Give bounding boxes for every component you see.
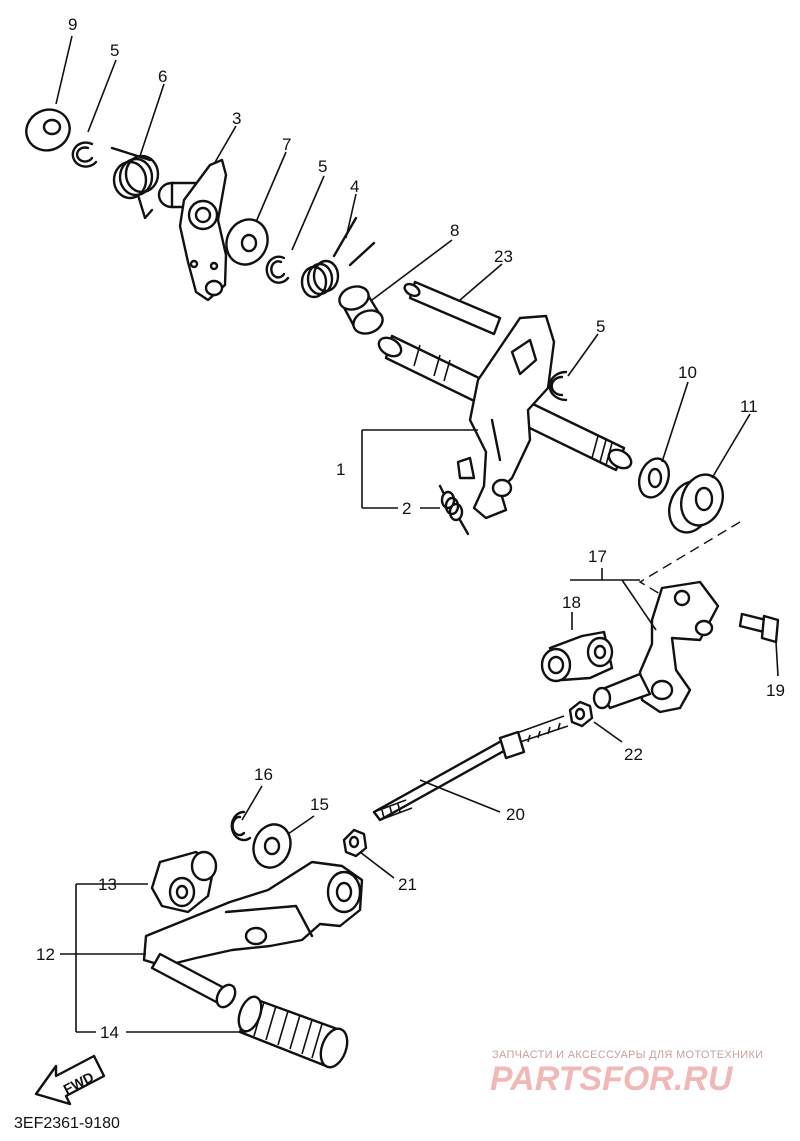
label-19: 19 xyxy=(766,681,785,700)
part-3-shift-arm xyxy=(157,158,228,302)
label-8: 8 xyxy=(450,221,459,240)
part-22-nut xyxy=(568,700,594,728)
part-8-collar xyxy=(338,285,384,335)
label-17: 17 xyxy=(588,547,607,566)
label-22: 22 xyxy=(624,745,643,764)
label-4: 4 xyxy=(350,177,359,196)
part-9-washer xyxy=(25,108,71,152)
part-5-circlip-top xyxy=(71,141,98,168)
leader-lines xyxy=(55,35,779,1033)
label-21: 21 xyxy=(398,875,417,894)
label-11: 11 xyxy=(740,397,758,416)
label-23: 23 xyxy=(494,247,513,266)
fwd-arrow: FWD xyxy=(34,1054,106,1106)
part-16-circlip xyxy=(230,810,252,842)
part-17-shift-arm xyxy=(638,580,720,714)
part-14-pedal-rubber xyxy=(237,995,349,1069)
label-10: 10 xyxy=(678,363,697,382)
part-19-bolt xyxy=(738,612,780,644)
part-13-joint xyxy=(150,850,218,914)
label-3: 3 xyxy=(232,109,241,128)
label-7: 7 xyxy=(282,135,291,154)
drawing-code: 3EF2361-9180 xyxy=(14,1115,120,1132)
part-21-nut xyxy=(342,828,368,858)
part-6-spring xyxy=(110,146,160,220)
part-1-shift-shaft xyxy=(377,314,633,520)
label-5-top: 5 xyxy=(110,41,119,60)
part-labels: 9 5 6 3 7 5 4 8 23 5 10 11 1 2 17 18 19 … xyxy=(36,15,785,1042)
label-9: 9 xyxy=(68,15,77,34)
watermark: ЗАПЧАСТИ И АКСЕССУАРЫ ДЛЯ МОТОТЕХНИКИ PA… xyxy=(490,1049,763,1098)
label-5-mid: 5 xyxy=(318,157,327,176)
label-12: 12 xyxy=(36,945,55,964)
part-7-washer xyxy=(225,218,269,266)
label-18: 18 xyxy=(562,593,581,612)
label-5-shaft: 5 xyxy=(596,317,605,336)
part-10-washer xyxy=(637,457,671,499)
watermark-tagline: ЗАПЧАСТИ И АКСЕССУАРЫ ДЛЯ МОТОТЕХНИКИ xyxy=(492,1049,763,1061)
label-2: 2 xyxy=(402,499,411,518)
label-20: 20 xyxy=(506,805,525,824)
part-12-shift-pedal xyxy=(142,860,364,1009)
label-13: 13 xyxy=(98,875,117,894)
part-5-circlip-mid xyxy=(265,255,290,284)
label-15: 15 xyxy=(310,795,329,814)
part-11-oil-seal xyxy=(668,473,724,534)
label-14: 14 xyxy=(100,1023,119,1042)
part-15-washer xyxy=(252,823,292,869)
part-4-spring xyxy=(300,216,376,299)
part-5-circlip-shaft xyxy=(548,370,568,402)
part-23-pin xyxy=(403,280,502,336)
part-18-joint xyxy=(540,630,614,683)
label-1: 1 xyxy=(336,460,345,479)
watermark-brand: PARTSFOR.RU xyxy=(490,1060,734,1098)
part-17-link xyxy=(592,672,652,710)
part-20-shift-rod xyxy=(372,715,569,822)
label-16: 16 xyxy=(254,765,273,784)
label-6: 6 xyxy=(158,67,167,86)
part-2-spring xyxy=(438,484,470,536)
dashed-connection xyxy=(638,521,741,626)
